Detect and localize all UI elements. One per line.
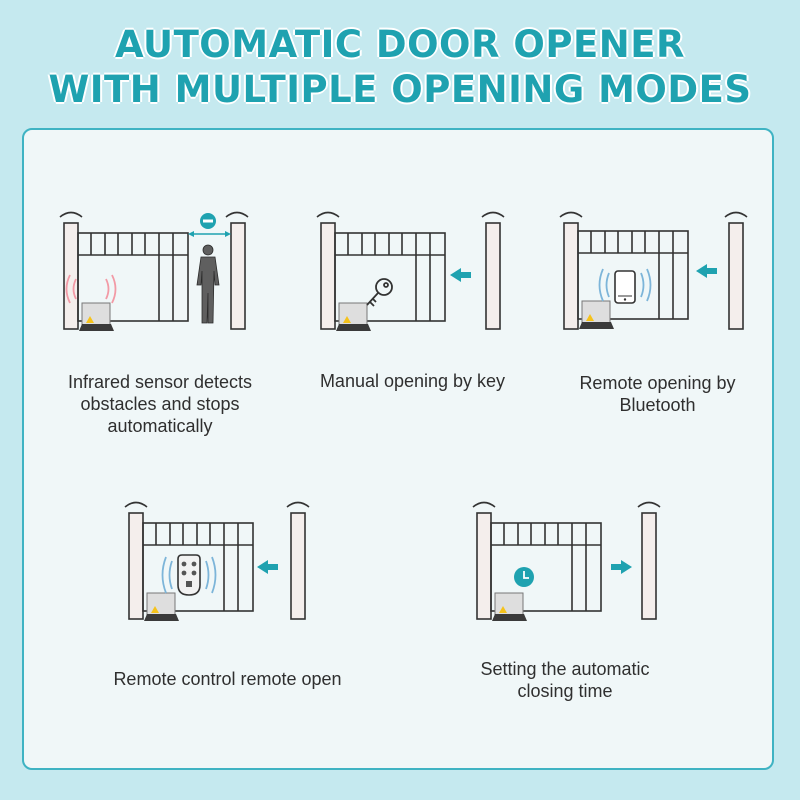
caption-infrared-sensor: Infrared sensor detects obstacles and st…	[67, 372, 253, 436]
page-title: AUTOMATIC DOOR OPENER WITH MULTIPLE OPEN…	[0, 22, 800, 112]
bluetooth-illustration	[559, 211, 748, 330]
caption-manual-key: Manual opening by key	[319, 371, 506, 391]
infrared-sensor-illustration	[59, 211, 249, 331]
closing-time-illustration	[472, 501, 661, 621]
caption-remote-control: Remote control remote open	[113, 669, 342, 689]
remote-control-illustration	[124, 501, 310, 621]
manual-key-illustration	[316, 211, 505, 331]
key-icon	[366, 278, 393, 307]
remote-control-icon	[177, 554, 201, 596]
title-line-2: WITH MULTIPLE OPENING MODES	[48, 68, 752, 111]
phone-icon	[614, 270, 636, 304]
caption-bluetooth: Remote opening by Bluetooth	[579, 373, 736, 415]
person-icon	[196, 244, 220, 324]
clock-icon	[514, 567, 534, 587]
modes-panel	[22, 128, 774, 770]
title-line-1: AUTOMATIC DOOR OPENER	[115, 23, 685, 66]
caption-closing-time: Setting the automatic closing time	[480, 659, 650, 701]
